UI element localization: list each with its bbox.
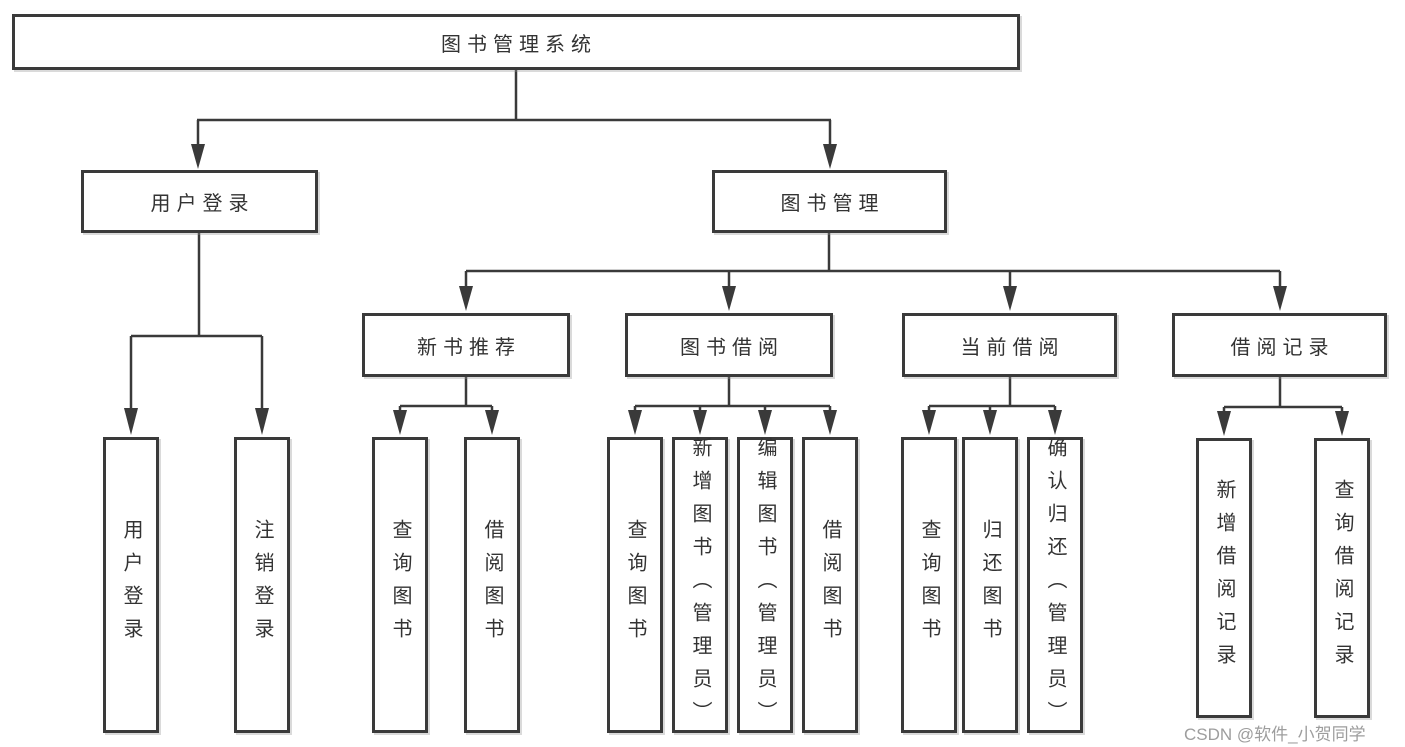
leaf-label: 借阅图书 bbox=[481, 519, 503, 651]
node-book-borrowing: 图书借阅 bbox=[625, 313, 833, 377]
connector-book-mgmt-to-level3 bbox=[459, 232, 1287, 311]
leaf-label: 归还图书 bbox=[979, 519, 1001, 651]
connector-borrow-record-to-leaves bbox=[1217, 376, 1349, 436]
leaf-label: 查询借阅记录 bbox=[1331, 479, 1353, 677]
node-library-system: 图书管理系统 bbox=[12, 14, 1020, 70]
leaf-label: 注销登录 bbox=[251, 519, 273, 651]
connector-book-borrow-to-leaves bbox=[628, 376, 837, 435]
leaf-label: 新增借阅记录 bbox=[1213, 479, 1235, 677]
node-book-management: 图书管理 bbox=[712, 170, 947, 233]
leaf-label: 编辑图书（管理员） bbox=[754, 436, 776, 734]
leaf-add-books-admin: 新增图书（管理员） bbox=[672, 436, 728, 734]
leaf-query-borrow-record: 查询借阅记录 bbox=[1314, 438, 1370, 718]
node-new-book-recommend: 新书推荐 bbox=[362, 313, 570, 377]
leaf-add-borrow-record: 新增借阅记录 bbox=[1196, 438, 1252, 718]
leaf-label: 借阅图书 bbox=[819, 519, 841, 651]
leaf-borrow-books-recommend: 借阅图书 bbox=[464, 437, 520, 733]
leaf-label: 确认归还（管理员） bbox=[1044, 436, 1066, 734]
leaf-confirm-return-admin: 确认归还（管理员） bbox=[1027, 436, 1083, 734]
leaf-label: 新增图书（管理员） bbox=[689, 436, 711, 734]
leaf-edit-books-admin: 编辑图书（管理员） bbox=[737, 436, 793, 734]
leaf-label: 用户登录 bbox=[120, 519, 142, 651]
leaf-query-books-recommend: 查询图书 bbox=[372, 437, 428, 733]
leaf-label: 查询图书 bbox=[918, 519, 940, 651]
connector-root-to-level2 bbox=[191, 68, 837, 169]
node-borrowing-records: 借阅记录 bbox=[1172, 313, 1387, 377]
leaf-label: 查询图书 bbox=[624, 519, 646, 651]
connector-current-borrow-to-leaves bbox=[922, 376, 1062, 435]
node-current-borrowing: 当前借阅 bbox=[902, 313, 1117, 377]
leaf-label: 查询图书 bbox=[389, 519, 411, 651]
leaf-query-books-borrowing: 查询图书 bbox=[607, 437, 663, 733]
leaf-user-login: 用户登录 bbox=[103, 437, 159, 733]
csdn-watermark: CSDN @软件_小贺同学 bbox=[1184, 725, 1366, 744]
leaf-return-books: 归还图书 bbox=[962, 437, 1018, 733]
leaf-logout: 注销登录 bbox=[234, 437, 290, 733]
node-user-login: 用户登录 bbox=[81, 170, 318, 233]
leaf-borrow-books: 借阅图书 bbox=[802, 437, 858, 733]
connector-user-login-to-leaves bbox=[124, 232, 269, 435]
connector-new-book-to-leaves bbox=[393, 376, 499, 435]
leaf-query-books-current: 查询图书 bbox=[901, 437, 957, 733]
